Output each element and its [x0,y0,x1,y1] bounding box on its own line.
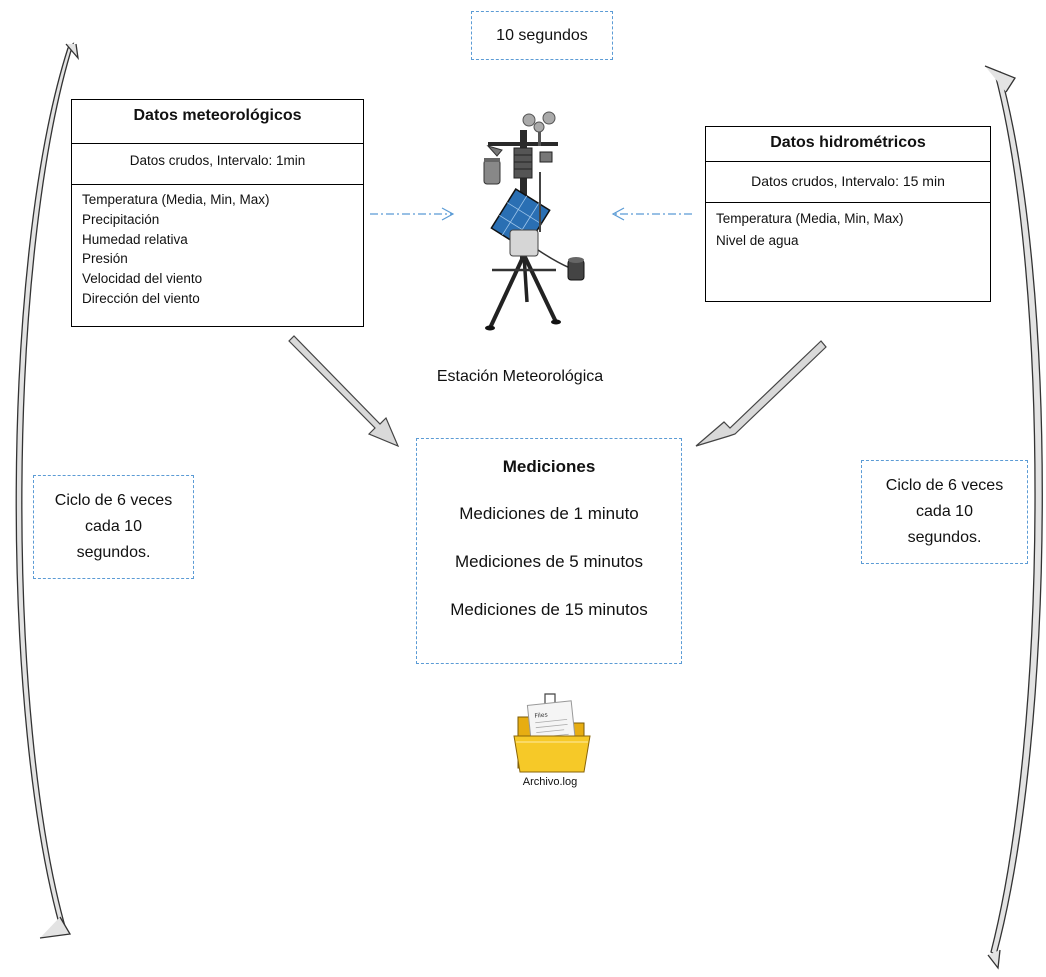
meteo-variable: Temperatura (Media, Min, Max) [82,192,270,207]
meteo-title: Datos meteorológicos [72,100,363,144]
interval-note: 10 segundos [471,11,613,60]
dashdot-arrow-left [370,207,455,221]
dashdot-arrow-right [611,207,692,221]
cycle-note-right-text: Ciclo de 6 veces cada 10 segundos. [885,477,1004,546]
hydro-variable: Nivel de agua [716,233,799,248]
measurements-box: Mediciones Mediciones de 1 minuto Medici… [416,438,682,664]
meteo-title-text: Datos meteorológicos [133,107,302,124]
meteo-variable: Velocidad del viento [82,271,203,287]
hydro-variable: Temperatura (Media, Min, Max) [716,211,904,226]
hydro-title-text: Datos hidrométricos [770,134,926,151]
meteo-data-box: Datos meteorológicos Datos crudos, Inter… [71,99,364,327]
hydro-variable-list: Temperatura (Media, Min, Max) Nivel de a… [706,203,990,252]
hydro-subtitle: Datos crudos, Intervalo: 15 min [706,162,990,203]
meteo-variable: Precipitación [82,211,160,227]
station-label: Estación Meteorológica [420,368,620,386]
meteo-subtitle-text: Datos crudos, Intervalo: 1min [129,153,306,168]
meteo-variable-list: Temperatura (Media, Min, Max) Precipitac… [72,185,363,309]
block-arrow-icon [695,340,827,447]
file-label: Archivo.log [500,776,600,788]
measurement-item: Mediciones de 5 minutos [454,552,644,571]
cycle-note-left: Ciclo de 6 veces cada 10 segundos. [33,475,194,579]
hydro-title: Datos hidrométricos [706,127,990,162]
measurement-item: Mediciones de 1 minuto [459,504,639,523]
interval-note-text: 10 segundos [496,26,588,44]
cycle-arrow-icon [984,65,1043,970]
cycle-arrow-icon [15,42,79,939]
block-arrow-icon [288,335,400,448]
weather-station-icon [483,111,585,331]
meteo-variable: Dirección del viento [82,290,200,306]
hydro-data-box: Datos hidrométricos Datos crudos, Interv… [705,126,991,302]
cycle-note-right: Ciclo de 6 veces cada 10 segundos. [861,460,1028,564]
cycle-note-left-text: Ciclo de 6 veces cada 10 segundos. [54,492,173,561]
meteo-variable: Humedad relativa [82,231,188,247]
hydro-subtitle-text: Datos crudos, Intervalo: 15 min [751,173,945,189]
station-label-text: Estación Meteorológica [436,368,604,385]
file-label-text: Archivo.log [522,776,578,788]
folder-doc-text: Files [534,711,548,719]
measurements-title: Mediciones [502,457,596,476]
meteo-variable: Presión [82,251,128,267]
meteo-subtitle: Datos crudos, Intervalo: 1min [72,144,363,185]
measurement-item: Mediciones de 15 minutos [450,600,648,619]
folder-icon: Files [513,700,591,773]
